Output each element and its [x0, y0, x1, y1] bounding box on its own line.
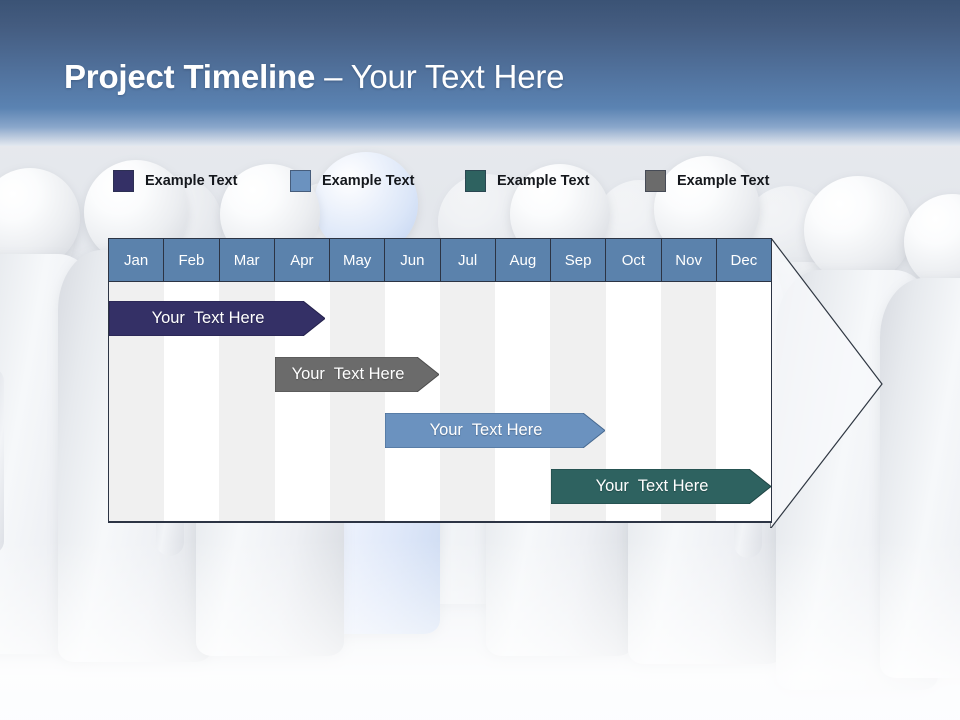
gantt-bar-shape-icon: [551, 469, 771, 504]
month-header-cell[interactable]: Oct: [606, 239, 662, 281]
legend-swatch-icon: [645, 170, 666, 192]
gantt-bar-shape-icon: [275, 357, 439, 392]
month-header-cell[interactable]: Mar: [219, 239, 275, 281]
title-band: [0, 0, 960, 146]
month-header-cell[interactable]: Jan: [109, 239, 165, 281]
page-title-rest: – Your Text Here: [315, 58, 565, 95]
legend-swatch-icon: [290, 170, 311, 192]
gantt-bar-label: Your Text Here: [291, 365, 405, 383]
month-header-cell[interactable]: Sep: [551, 239, 607, 281]
gantt-bar-1[interactable]: Your Text Here: [109, 301, 325, 336]
page-title: Project Timeline – Your Text Here: [64, 58, 564, 96]
legend-item-2[interactable]: Example Text: [290, 168, 414, 194]
legend-item-label: Example Text: [497, 173, 590, 189]
legend: Example Text Example Text Example Text E…: [113, 168, 813, 194]
column-stripe: [440, 282, 496, 521]
legend-item-label: Example Text: [145, 173, 238, 189]
gantt-chart: Jan Feb Mar Apr May Jun Jul Aug Sep Oct …: [108, 238, 772, 524]
month-header-cell[interactable]: Dec: [716, 239, 771, 281]
gantt-bar-label: Your Text Here: [595, 477, 709, 495]
gantt-bar-label: Your Text Here: [151, 309, 265, 327]
gantt-bar-4[interactable]: Your Text Here: [551, 469, 771, 504]
month-header-cell[interactable]: Jun: [385, 239, 441, 281]
legend-item-label: Example Text: [322, 173, 415, 189]
month-header-cell[interactable]: Jul: [440, 239, 496, 281]
column-stripe: [495, 282, 551, 521]
legend-item-label: Example Text: [677, 173, 770, 189]
legend-item-3[interactable]: Example Text: [465, 168, 589, 194]
gantt-bar-2[interactable]: Your Text Here: [275, 357, 439, 392]
month-header-cell[interactable]: Feb: [164, 239, 220, 281]
gantt-plot-area: Your Text Here Your Text Here Your Text …: [108, 282, 772, 523]
gantt-bar-shape-icon: [109, 301, 325, 336]
month-header-cell[interactable]: Apr: [274, 239, 330, 281]
month-header-cell[interactable]: Aug: [495, 239, 551, 281]
background-floor: [0, 540, 960, 720]
gantt-bar-3[interactable]: Your Text Here: [385, 413, 605, 448]
gantt-bar-shape-icon: [385, 413, 605, 448]
month-header-cell[interactable]: Nov: [661, 239, 717, 281]
column-stripe: [329, 282, 385, 521]
legend-swatch-icon: [465, 170, 486, 192]
legend-item-4[interactable]: Example Text: [645, 168, 769, 194]
column-stripe: [384, 282, 441, 521]
legend-item-1[interactable]: Example Text: [113, 168, 237, 194]
month-header-cell[interactable]: May: [330, 239, 386, 281]
month-header-row: Jan Feb Mar Apr May Jun Jul Aug Sep Oct …: [108, 238, 772, 282]
page-title-bold: Project Timeline: [64, 58, 316, 95]
gantt-bar-label: Your Text Here: [429, 421, 543, 439]
legend-swatch-icon: [113, 170, 134, 192]
